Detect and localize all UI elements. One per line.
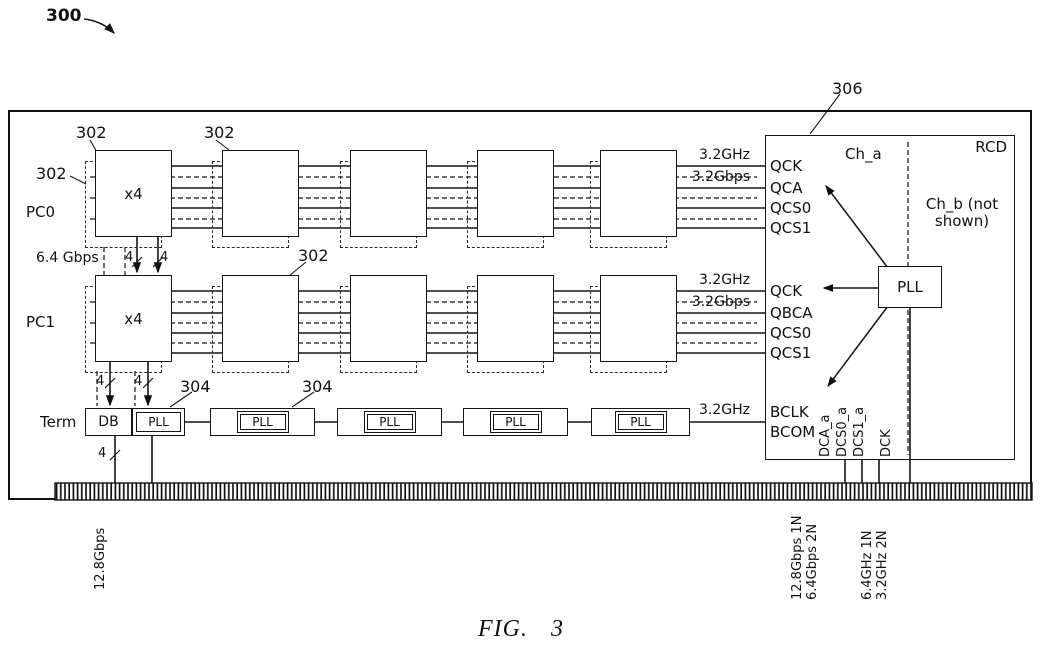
ref-302: 302 bbox=[204, 123, 235, 142]
reference-leaders bbox=[69, 93, 841, 408]
ch-a-label: Ch_a bbox=[845, 145, 882, 163]
host-signal-label: DCS1_a bbox=[852, 406, 867, 457]
rcd-signal-label: QCS0 bbox=[770, 324, 812, 342]
ref-306: 306 bbox=[832, 79, 863, 98]
db-connector-links bbox=[114, 436, 153, 483]
host-signal-label: DCS0_a bbox=[835, 406, 850, 457]
dram-chip bbox=[222, 150, 299, 237]
rcd-signal-label: QCK bbox=[770, 282, 803, 300]
pll-box: PLL bbox=[489, 411, 542, 433]
db-box: DB bbox=[85, 408, 132, 436]
rate-clock-label: 3.2GHz bbox=[699, 272, 750, 288]
lane-count-label: 4 bbox=[98, 446, 107, 461]
dram-chip bbox=[350, 275, 427, 362]
ref-304: 304 bbox=[302, 377, 333, 396]
chip-width-label: x4 bbox=[124, 309, 143, 328]
dram-chip bbox=[350, 150, 427, 237]
repeater-cell: PLL bbox=[591, 408, 690, 436]
rate-clock-label: 3.2GHz bbox=[699, 147, 750, 163]
rcd-signal-label: QCS1 bbox=[770, 219, 812, 237]
bus-width-ticks bbox=[104, 256, 164, 461]
lane-count-label: 4 bbox=[125, 250, 134, 265]
connector-data-rate-label: 12.8Gbps bbox=[93, 527, 108, 590]
host-signal-label: DCK bbox=[879, 429, 894, 457]
pll-box: PLL bbox=[363, 411, 416, 433]
lane-count-label: 4 bbox=[134, 374, 143, 389]
connector-clk-rate-label: 6.4GHz 1N 3.2GHz 2N bbox=[860, 530, 890, 600]
rcd-signal-label: QBCA bbox=[770, 304, 813, 322]
ref-302: 302 bbox=[76, 123, 107, 142]
rcd-name-label: RCD bbox=[975, 138, 1007, 156]
dram-chip bbox=[600, 275, 677, 362]
dram-chip: x4 bbox=[95, 150, 172, 237]
figure-caption: FIG. 3 bbox=[478, 616, 564, 642]
ref-300-arrow bbox=[83, 18, 115, 34]
repeater-cell: PLL bbox=[463, 408, 568, 436]
pll-label: PLL bbox=[136, 412, 181, 432]
pll-box: PLL bbox=[236, 411, 289, 433]
rcd-signal-label: QCK bbox=[770, 157, 803, 175]
pll-label: PLL bbox=[366, 414, 413, 430]
pc0-pc1-links bbox=[103, 235, 163, 284]
pc0-label: PC0 bbox=[26, 203, 56, 221]
lane-count-label: 4 bbox=[160, 250, 169, 265]
connector-ca-rate-label: 12.8Gbps 1N 6.4Gbps 2N bbox=[790, 515, 820, 600]
dram-chip bbox=[477, 275, 554, 362]
rcd-pll-label: PLL bbox=[897, 278, 923, 296]
rate-data-label: 3.2Gbps bbox=[691, 169, 750, 185]
rcd-signal-label: QCA bbox=[770, 179, 803, 197]
lane-count-label: 4 bbox=[96, 374, 105, 389]
host-signal-label: DCA_a bbox=[818, 414, 833, 457]
rate-clock-label: 3.2GHz bbox=[699, 402, 750, 418]
chip-width-label: x4 bbox=[124, 184, 143, 203]
rcd-box bbox=[765, 135, 1015, 460]
ref-302: 302 bbox=[298, 246, 329, 265]
dram-chip: x4 bbox=[95, 275, 172, 362]
rate-data-label: 3.2Gbps bbox=[691, 294, 750, 310]
rcd-signal-label: QCS0 bbox=[770, 199, 812, 217]
ch-b-label: Ch_b (not shown) bbox=[925, 195, 999, 230]
link-rate-label: 6.4 Gbps bbox=[36, 250, 99, 266]
host-signal-lines bbox=[844, 460, 880, 483]
edge-connector bbox=[54, 482, 1033, 501]
pll-box: PLL bbox=[132, 408, 185, 436]
rcd-signal-label: BCOM bbox=[770, 423, 816, 441]
pll-label: PLL bbox=[492, 414, 539, 430]
dram-chip bbox=[600, 150, 677, 237]
ref-302: 302 bbox=[36, 164, 67, 183]
pc1-label: PC1 bbox=[26, 313, 56, 331]
rcd-signal-label: QCS1 bbox=[770, 344, 812, 362]
pll-label: PLL bbox=[617, 414, 664, 430]
dram-chip bbox=[222, 275, 299, 362]
dram-chip bbox=[477, 150, 554, 237]
repeater-cell: PLL bbox=[337, 408, 442, 436]
pll-label: PLL bbox=[239, 414, 286, 430]
ref-300: 300 bbox=[46, 6, 82, 26]
ref-304: 304 bbox=[180, 377, 211, 396]
term-label: Term bbox=[40, 413, 77, 431]
repeater-cell: PLL bbox=[210, 408, 315, 436]
rcd-pll-box: PLL bbox=[878, 266, 942, 308]
rcd-pll-arrows bbox=[822, 184, 889, 388]
rcd-signal-label: BCLK bbox=[770, 403, 809, 421]
pll-box: PLL bbox=[614, 411, 667, 433]
db-label: DB bbox=[98, 414, 119, 430]
